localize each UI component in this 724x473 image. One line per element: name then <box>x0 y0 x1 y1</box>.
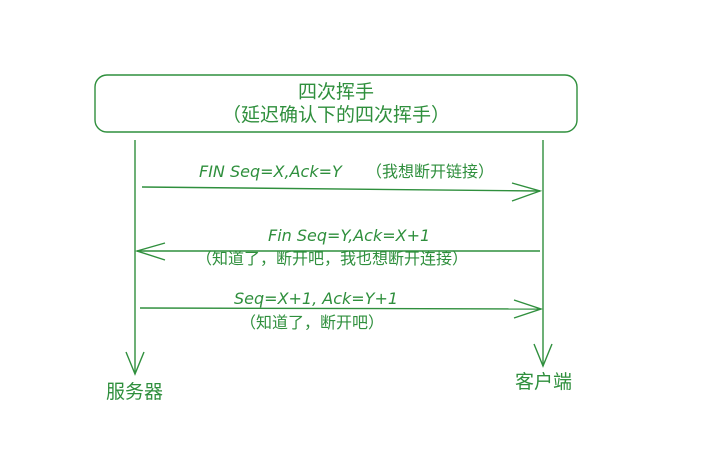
message-3-arrow-line <box>139 307 542 310</box>
title-box <box>94 74 578 133</box>
message-1-arrowhead <box>511 182 543 202</box>
message-3-note: （知道了，断开吧） <box>240 313 385 332</box>
server-lifeline-arrowhead <box>125 351 145 376</box>
message-2-note: （知道了，断开吧，我也想断开连接） <box>196 249 469 268</box>
title-main: 四次挥手 <box>297 81 374 103</box>
message-1-text: FIN Seq=X,Ack=Y <box>199 162 342 181</box>
client-lifeline-arrowhead <box>533 343 553 368</box>
server-label: 服务器 <box>106 381 164 403</box>
title-subtitle: （延迟确认下的四次挥手） <box>221 104 450 126</box>
message-1-arrow-line <box>141 186 541 192</box>
message-2-text: Fin Seq=Y,Ack=X+1 <box>268 226 431 245</box>
message-3-arrowhead <box>513 299 544 319</box>
message-2-arrowhead <box>134 242 166 261</box>
message-1-note: （我想断开链接） <box>366 162 495 181</box>
message-3-text: Seq=X+1, Ack=Y+1 <box>234 289 399 308</box>
client-label: 客户端 <box>515 371 573 393</box>
